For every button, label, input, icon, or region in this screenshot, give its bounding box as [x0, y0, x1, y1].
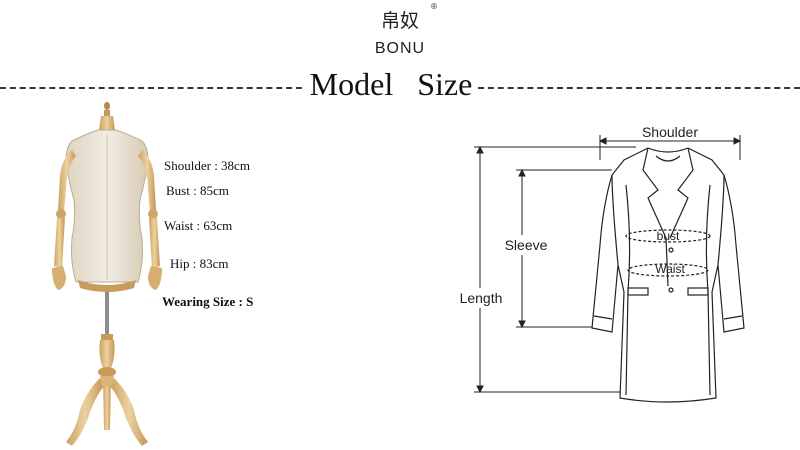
- mannequin-stand-pole: [105, 292, 109, 334]
- mannequin-tripod-stand: [66, 334, 148, 446]
- shoulder-measure-line: [598, 135, 742, 160]
- coat-pocket-right: [687, 287, 709, 296]
- spec-bust: Bust : 85cm: [166, 183, 229, 198]
- shoulder-label: Shoulder: [642, 124, 698, 140]
- dashed-divider-right: [478, 87, 800, 89]
- brand-logo-english: BONU: [374, 40, 426, 57]
- brand-logo-chinese: 帛奴: [380, 10, 419, 32]
- coat-pocket-left: [627, 287, 649, 296]
- registered-trademark-mark: ®: [430, 2, 438, 11]
- page-title: Model Size: [309, 66, 473, 102]
- dashed-divider-left: [0, 87, 302, 89]
- spec-waist: Waist : 63cm: [164, 218, 233, 233]
- length-label: Length: [460, 290, 503, 306]
- mannequin-left-arm: [52, 150, 76, 290]
- waist-label: Waist: [655, 262, 685, 276]
- sleeve-label: Sleeve: [505, 237, 548, 253]
- spec-shoulder: Shoulder : 38cm: [164, 158, 250, 173]
- coat-collar: [642, 147, 694, 287]
- spec-hip: Hip : 83cm: [170, 256, 229, 271]
- bust-label: bust: [657, 229, 680, 243]
- length-measure-line: [474, 145, 636, 394]
- spec-wearing-size: Wearing Size : S: [162, 294, 254, 309]
- coat-outline: [591, 147, 745, 403]
- mannequin-finial: [99, 102, 115, 130]
- mannequin-right-arm: [138, 150, 162, 290]
- bust-measurement-ellipse: [625, 229, 711, 243]
- title-row: Model Size: [0, 66, 800, 106]
- waist-measurement-ellipse: [627, 263, 709, 277]
